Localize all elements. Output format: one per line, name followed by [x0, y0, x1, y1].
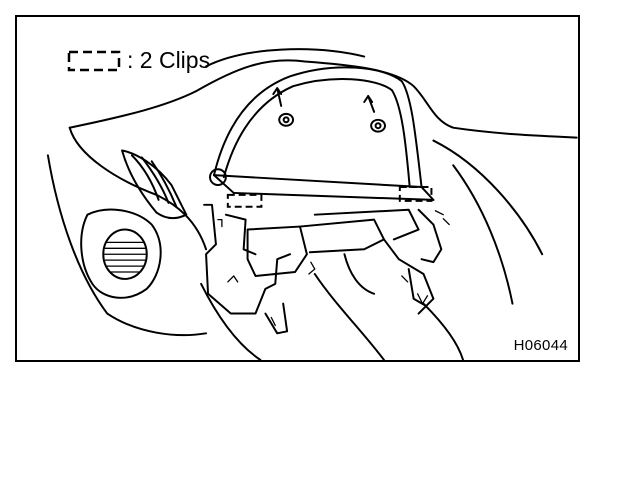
steering-support: [200, 273, 465, 360]
meter-hood: [212, 66, 435, 201]
clip-marker-right: [398, 186, 433, 202]
figure-code: H06044: [513, 337, 568, 354]
legend-text: : 2 Clips: [127, 47, 211, 73]
cluster-bracket-assembly: [203, 203, 443, 335]
knob: [209, 168, 227, 187]
instrument-cluster-illustration: [46, 48, 578, 360]
side-air-vent: [121, 149, 188, 220]
screw-left: [272, 87, 295, 127]
screw-right: [363, 95, 386, 133]
diagram-frame: : 2 Clips H06044: [15, 15, 580, 362]
legend: : 2 Clips: [67, 49, 210, 72]
dashboard-lower-panel: [46, 154, 208, 337]
round-vent-louvers: [103, 241, 147, 273]
dashboard-outline: [68, 48, 578, 305]
detail-lines: [217, 210, 450, 327]
round-air-vent: [80, 208, 162, 299]
clip-marker-left: [226, 193, 263, 208]
dashed-rectangle-icon: [67, 50, 121, 71]
